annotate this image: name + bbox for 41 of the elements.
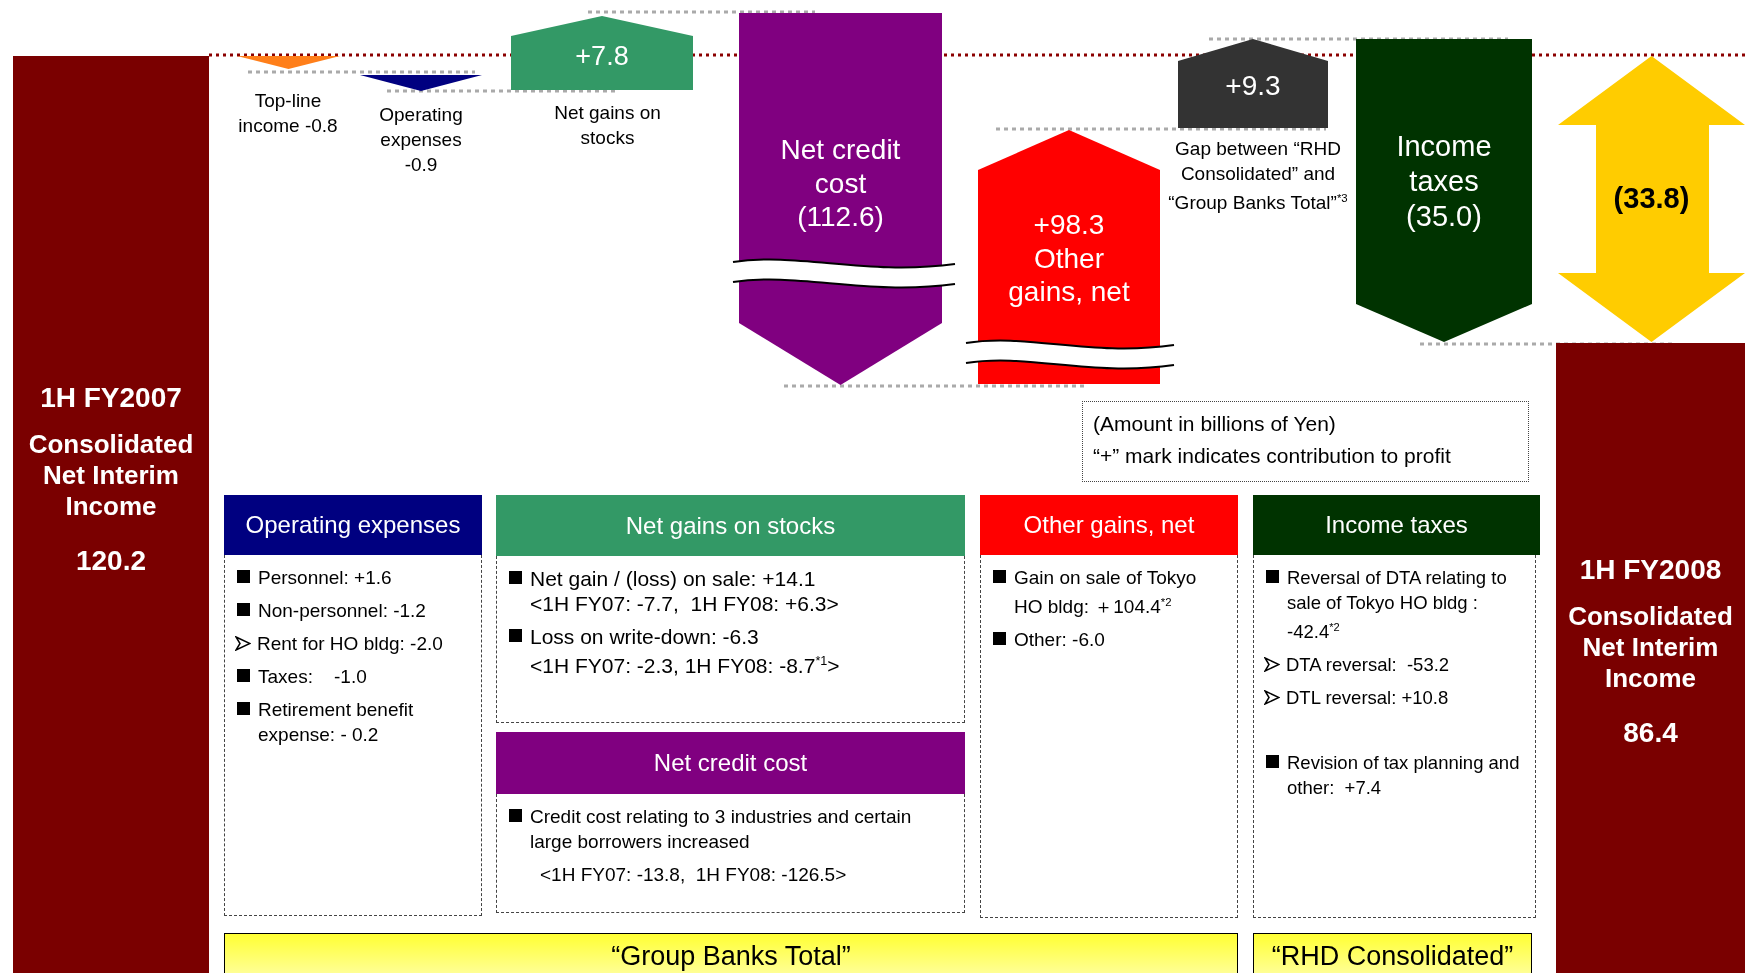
group-band: “RHD Consolidated” (1253, 933, 1532, 973)
bar-title: Consolidated Net Interim Income (27, 428, 195, 523)
value-label: +7.8 (575, 40, 629, 73)
bar-label: Net credit cost (112.6) (779, 133, 902, 234)
bar-label: Income taxes (35.0) (1395, 129, 1493, 234)
detail-text: <1H FY07: -7.7, 1H FY08: +6.3> (530, 591, 839, 616)
panel-header: Net credit cost (496, 732, 965, 794)
bullet-text: Taxes: -1.0 (258, 665, 367, 689)
bullet-text: Credit cost relating to 3 industries and certain large borrowers increased (530, 805, 913, 854)
bullet-text: Reversal of DTA relating to sale of Tokyo HO bldg : -42.4$^{*2}$ (1287, 566, 1508, 645)
bar-label: +98.3 Other gains, net (1007, 208, 1131, 309)
period-label: 1H FY2008 (1579, 553, 1722, 587)
bullet-text: Other: -6.0 (1014, 628, 1105, 653)
detail-text: <1H FY07: -2.3, 1H FY08: -8.7$^{*1}$> (530, 653, 840, 678)
panel-header: Operating expenses (224, 495, 482, 555)
value-label: 120.2 (75, 544, 147, 578)
node-label: Top-line income -0.8 (238, 89, 338, 138)
node-label: Operating expenses -0.9 (378, 103, 464, 177)
bullet-text: DTA reversal: -53.2 (1286, 653, 1450, 678)
value-label: 86.4 (1623, 716, 1678, 750)
bullet-text: Net gain / (loss) on sale: +14.1 (530, 566, 816, 591)
detail-text: <1H FY07: -13.8, 1H FY08: -126.5> (540, 863, 847, 887)
bullet-text: Non-personnel: -1.2 (258, 599, 426, 623)
bullet-text: Gain on sale of Tokyo HO bldg: ＋104.4$^{*2}$ (1014, 566, 1198, 620)
node-label: Net gains on stocks (553, 101, 662, 150)
bullet-text: Loss on write-down: -6.3 (530, 624, 759, 649)
bullet-text: Retirement benefit expense: - 0.2 (258, 698, 415, 747)
bullet-text: Personnel: +1.6 (258, 566, 392, 590)
value-label: +9.3 (1225, 69, 1281, 103)
note-box: (Amount in billions of Yen) “+” mark indicates contribution to profit (1082, 401, 1529, 482)
value-label: (33.8) (1613, 181, 1690, 216)
panel-header: Other gains, net (980, 495, 1238, 555)
bullet-text: Revision of tax planning and other: +7.4 (1287, 751, 1521, 801)
bullet-text: Rent for HO bldg: -2.0 (257, 632, 443, 656)
bar-title: Consolidated Net Interim Income (1567, 600, 1734, 695)
panel-header: Income taxes (1253, 495, 1540, 555)
panel-header: Net gains on stocks (496, 495, 965, 556)
node-label: Gap between “RHD Consolidated” and “Group Banks Total”$^{*3}$ (1167, 137, 1349, 216)
bullet-text: DTL reversal: +10.8 (1286, 686, 1449, 711)
group-band: “Group Banks Total” (224, 933, 1238, 973)
period-label: 1H FY2007 (40, 381, 182, 415)
